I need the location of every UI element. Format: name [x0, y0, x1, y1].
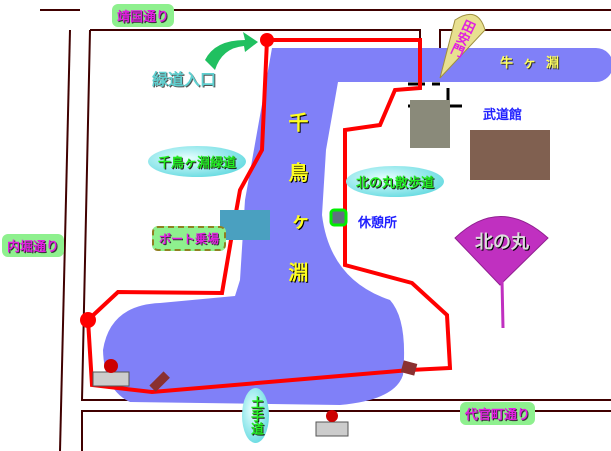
kitanomaru-ginkgo-icon: [454, 216, 549, 329]
chidorigafuchi-ryokudo-label: 千鳥ヶ淵緑道: [148, 146, 247, 177]
daikancho-road: [81, 410, 611, 451]
uchibori-road-west: [59, 29, 71, 451]
kitanomaru-path-label: 北の丸散歩道: [346, 166, 445, 197]
uchibori-road-east: [80, 29, 611, 401]
chidorigafuchi-label: 千鳥ヶ淵: [285, 112, 309, 312]
roads: [40, 9, 611, 451]
tree-photo: [410, 100, 450, 148]
police-box-icon-south: [315, 410, 349, 437]
rest-area-icon: [329, 208, 348, 227]
police-box-icon-west: [92, 359, 130, 387]
budokan-label: 武道館: [483, 108, 523, 123]
entrance-arrow-icon: [205, 32, 258, 70]
ushigafuchi-label: 牛ヶ淵: [500, 56, 570, 71]
entrance-marker-north: [260, 33, 274, 47]
boat-pier-label: ボート乗場: [152, 226, 227, 251]
daikancho-dori-label: 代官町通り: [460, 402, 536, 425]
budokan-photo: [470, 130, 550, 180]
uchibori-dori-label: 内堀通り: [2, 234, 65, 257]
dotemichi-label: 土手道: [242, 388, 269, 443]
entrance-marker-west: [80, 312, 96, 328]
tayasumon-pin-icon: [439, 13, 486, 79]
gate-icon-east: [400, 360, 418, 376]
yasukuni-dori-label: 靖国通り: [112, 4, 175, 27]
walking-route: [85, 38, 453, 395]
rest-area-label: 休憩所: [358, 216, 398, 231]
ryokudo-entrance-label: 緑道入口: [152, 70, 217, 89]
bridge: [408, 82, 462, 108]
boat-photo: [220, 210, 270, 240]
pond: [103, 48, 611, 405]
gate-icon-west: [149, 371, 170, 392]
kitanomaru-label: 北の丸: [475, 232, 529, 253]
